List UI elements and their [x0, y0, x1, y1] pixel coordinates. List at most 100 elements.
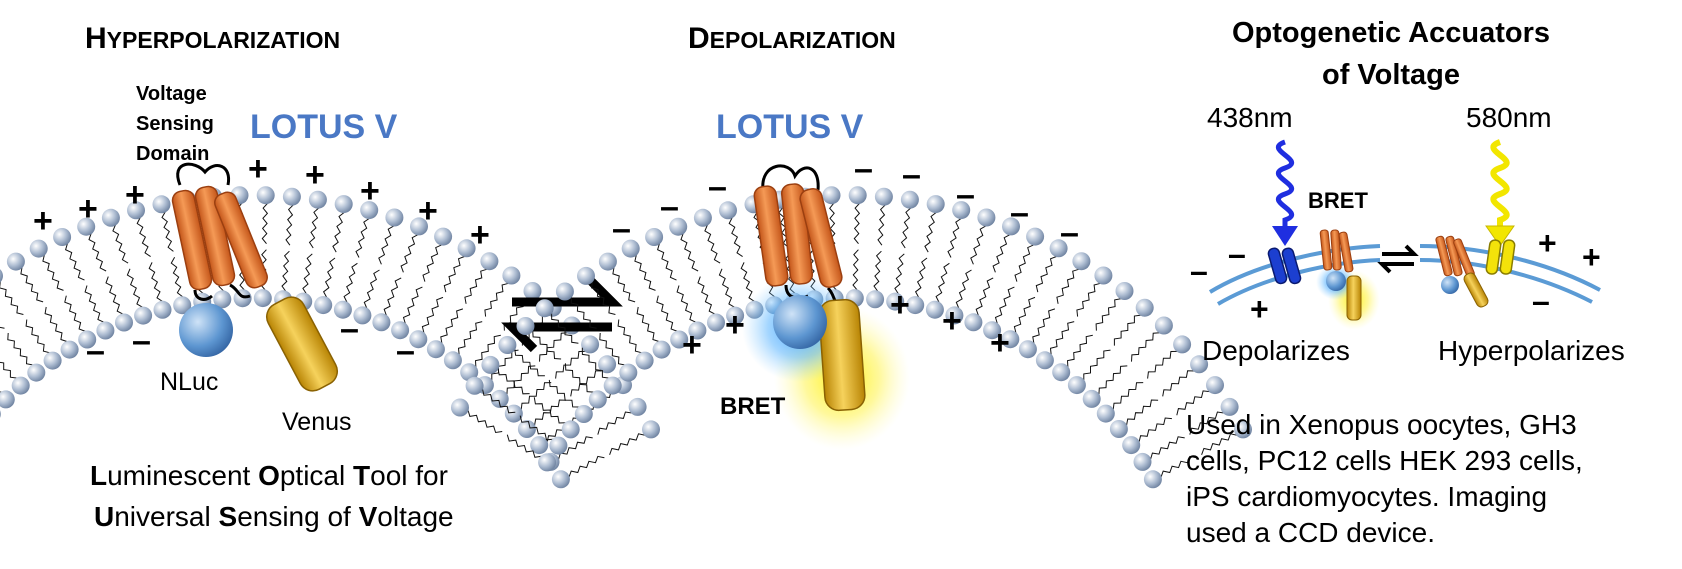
lipid-head	[498, 336, 517, 354]
lipid-head	[535, 299, 554, 318]
lipid-head	[598, 252, 617, 271]
usage-note-4: used a CCD device.	[1186, 517, 1435, 548]
lipid-head	[581, 335, 600, 354]
lipid-head	[952, 201, 971, 220]
lipid-tail	[1150, 436, 1185, 460]
lipid-tail	[281, 250, 290, 292]
svg-text:+: +	[360, 172, 380, 210]
svg-text:+: +	[305, 156, 325, 194]
lipid-head	[1234, 420, 1252, 439]
lipid-tail	[400, 234, 419, 273]
lipid-tail	[1112, 382, 1144, 410]
lipid-head	[1190, 355, 1209, 374]
charges-opto: – – + + + –	[1190, 225, 1601, 327]
lipid-tail	[947, 217, 962, 258]
lipid-head	[256, 186, 275, 205]
lipid-head	[517, 420, 536, 438]
bret-label-depol: BRET	[720, 393, 786, 420]
lipid-head	[1206, 376, 1224, 395]
svg-text:–: –	[340, 310, 359, 348]
nluc-sphere-depol	[773, 295, 827, 349]
lipid-head	[60, 340, 79, 359]
lipid-head	[152, 195, 171, 214]
lipid-head	[334, 195, 353, 214]
lipid-head	[1109, 420, 1128, 438]
lipid-head	[465, 376, 484, 395]
wavelength-left: 438nm	[1207, 102, 1293, 133]
lipid-head	[1002, 217, 1020, 236]
lipid-head	[621, 239, 640, 258]
lipid-head	[874, 187, 893, 206]
svg-text:+: +	[725, 306, 745, 344]
lipid-head	[333, 300, 352, 319]
lipid-tail	[491, 349, 519, 381]
lipid-head	[27, 363, 46, 382]
lipid-head	[481, 355, 500, 374]
lipid-head	[1067, 376, 1086, 395]
lipid-tail	[1201, 433, 1238, 455]
lipid-tail	[1066, 334, 1093, 368]
lipid-head	[726, 306, 745, 325]
lipid-tail	[355, 217, 370, 258]
lipid-head	[670, 330, 689, 349]
usage-note-2: cells, PC12 cells HEK 293 cells,	[1186, 445, 1583, 476]
lotus-acronym-line1: Luminescent Optical Tool for	[90, 460, 448, 491]
lipid-head	[490, 389, 509, 408]
lipid-head	[115, 313, 133, 332]
lipid-head	[480, 252, 499, 271]
lipid-tail	[914, 257, 928, 298]
lipid-tail	[599, 332, 626, 366]
lipid-tail	[1131, 332, 1160, 362]
lipid-head	[1173, 335, 1192, 354]
lipid-head	[628, 397, 647, 416]
lipid-head	[1052, 363, 1071, 382]
svg-text:+: +	[1538, 225, 1557, 261]
lipid-tail	[84, 285, 105, 323]
lipid-tail	[597, 411, 633, 435]
lipid-head	[153, 300, 172, 319]
lipid-tail	[42, 254, 64, 291]
lipid-tail	[0, 326, 5, 329]
opto-title-line1: Optogenetic Accuators	[1232, 17, 1550, 49]
lipid-head	[645, 228, 664, 246]
charges-hyper: + + + + + + + + – – – –	[33, 150, 490, 370]
lipid-head	[1122, 436, 1141, 455]
lipid-tail	[88, 233, 107, 272]
lipid-tail	[322, 257, 336, 298]
lipid-tail	[506, 365, 536, 395]
svg-text:+: +	[125, 176, 145, 214]
lipid-tail	[285, 204, 294, 246]
lipid-head	[504, 404, 523, 423]
lipid-tail	[1049, 321, 1075, 355]
depol-title: DEPOLARIZATION	[688, 22, 896, 55]
lipid-tail	[935, 262, 950, 303]
lipid-tail	[421, 296, 444, 334]
lipid-tail	[457, 321, 483, 355]
lipid-head	[635, 351, 654, 370]
yellow-light-arrowhead-icon	[1485, 225, 1515, 247]
lipid-head	[282, 187, 301, 206]
lipid-head	[561, 420, 580, 439]
lipid-tail	[924, 212, 937, 253]
lipid-head	[1133, 452, 1152, 471]
lipid-head	[642, 420, 660, 439]
lipid-tail	[718, 268, 735, 308]
lotus-acronym-line2: Universal Sensing of Voltage	[94, 501, 454, 532]
lipid-tail	[105, 276, 124, 315]
lipid-tail	[7, 332, 34, 366]
svg-text:–: –	[612, 210, 631, 248]
lipid-head	[577, 266, 595, 285]
lipid-head	[308, 190, 327, 209]
lipid-head	[669, 217, 688, 236]
lipid-head	[925, 300, 944, 319]
lipid-head	[530, 436, 549, 455]
lipid-tail	[900, 207, 912, 249]
lipid-head	[29, 239, 48, 258]
lipid-tail	[520, 382, 552, 410]
lipid-tail	[0, 391, 2, 393]
lipid-head	[693, 208, 712, 227]
venus-cylinder-depol	[818, 298, 866, 412]
lipid-head	[1018, 340, 1037, 359]
lipid-tail	[704, 224, 721, 264]
lipid-head	[457, 239, 476, 258]
